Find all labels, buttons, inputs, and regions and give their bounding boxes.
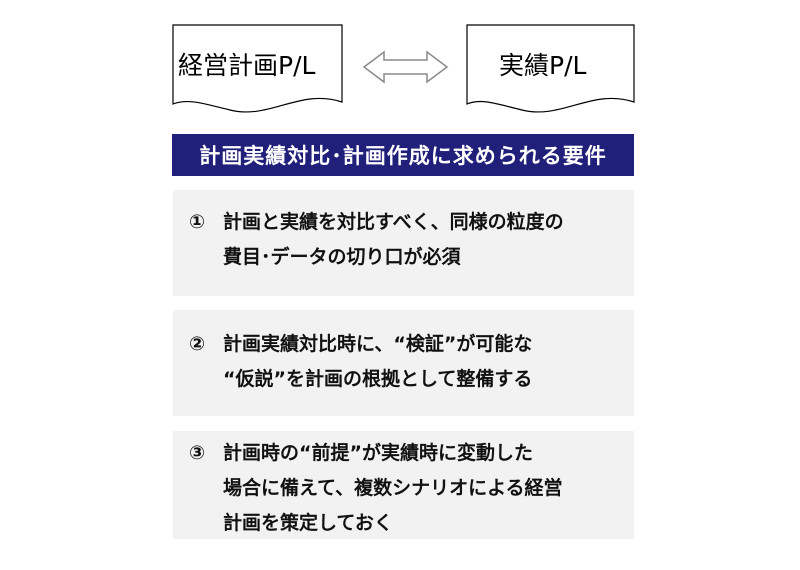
requirement-number-2: ② [189, 333, 206, 355]
actual-pl-document-shape [466, 24, 635, 113]
plan-pl-label: 経営計画P/L [178, 51, 316, 80]
banner-title: 計画実績対比･計画作成に求められる要件 [199, 144, 607, 168]
requirement-text-1: 計画と実績を対比すべく、同様の粒度の 費目･データの切り口が必須 [223, 211, 564, 268]
pl-documents-row: 経営計画P/L 実績P/L [0, 0, 800, 130]
requirement-box-2: ② 計画実績対比時に、“検証”が可能な “仮説”を計画の根拠として整備する [173, 310, 634, 416]
requirement-text-3: 計画時の“前提”が実績時に変動した 場合に備えて、複数シナリオによる経営 計画を… [223, 442, 563, 534]
requirement-number-3: ③ [189, 442, 206, 464]
plan-pl-document-shape [172, 24, 343, 113]
requirement-number-1: ① [189, 211, 206, 233]
requirements-banner: 計画実績対比･計画作成に求められる要件 [172, 134, 634, 176]
actual-pl-label: 実績P/L [499, 51, 587, 80]
double-arrow-icon [362, 50, 449, 84]
requirement-box-1: ① 計画と実績を対比すべく、同様の粒度の 費目･データの切り口が必須 [173, 190, 634, 296]
requirement-text-2: 計画実績対比時に、“検証”が可能な “仮説”を計画の根拠として整備する [223, 333, 533, 390]
requirement-box-3: ③ 計画時の“前提”が実績時に変動した 場合に備えて、複数シナリオによる経営 計… [173, 431, 634, 539]
